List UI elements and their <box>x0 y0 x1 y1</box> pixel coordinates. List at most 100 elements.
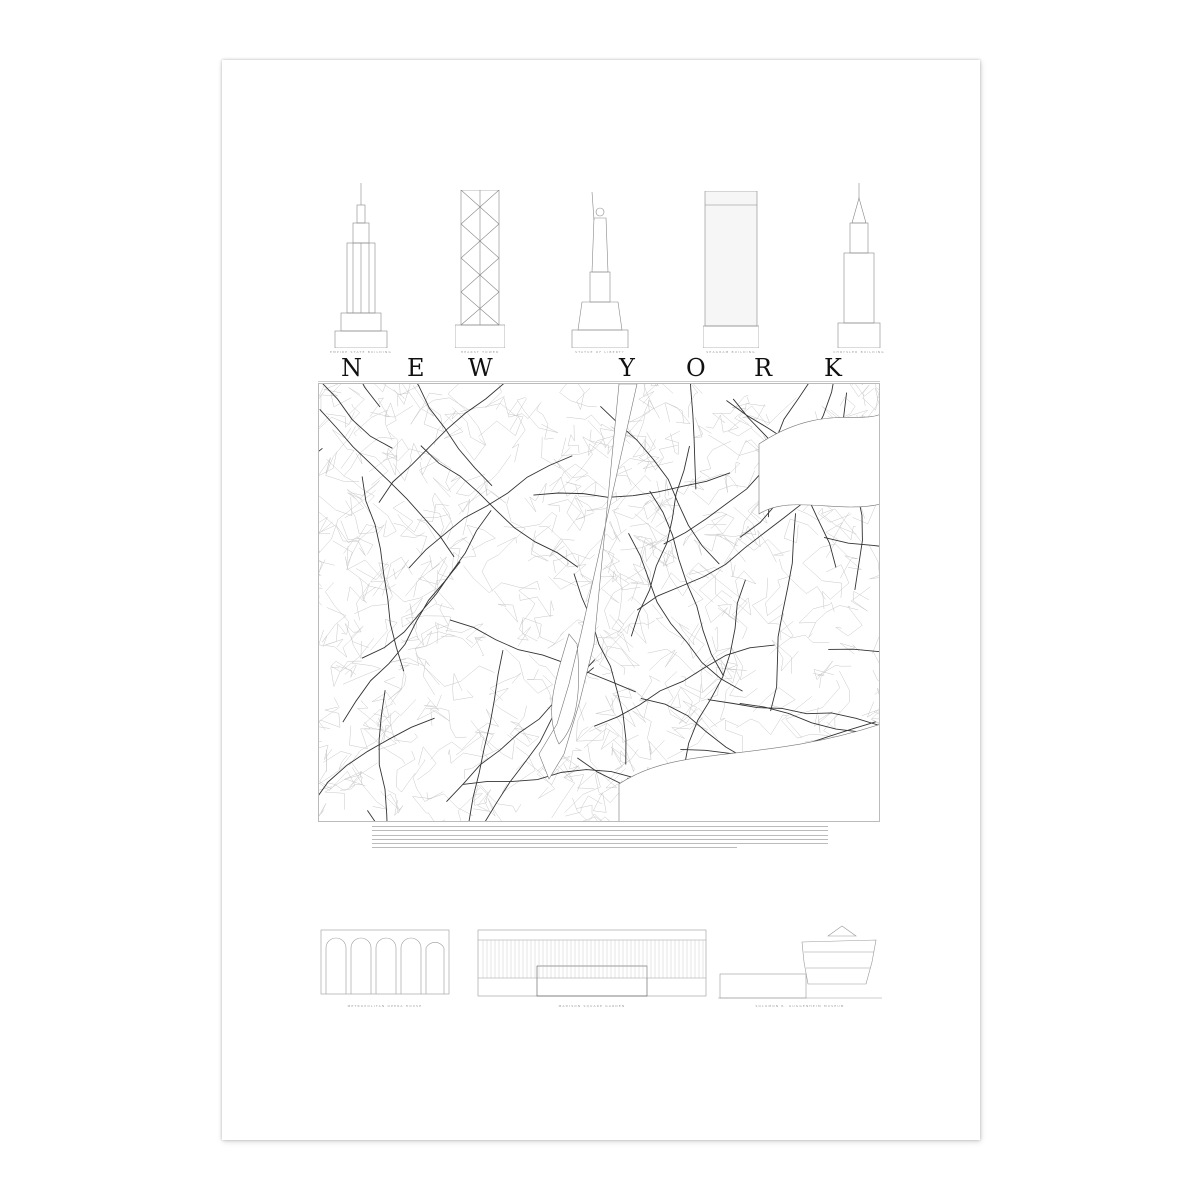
minor-road <box>447 747 502 764</box>
minor-road <box>564 770 601 813</box>
minor-road <box>481 537 517 592</box>
minor-road <box>596 575 619 604</box>
minor-road <box>666 717 703 739</box>
minor-road <box>704 590 733 624</box>
empire-state-building-icon <box>334 183 388 348</box>
minor-road <box>672 475 705 495</box>
minor-road <box>536 403 554 440</box>
minor-road <box>705 412 739 433</box>
minor-road <box>393 442 423 482</box>
minor-road <box>817 507 852 523</box>
minor-road <box>349 721 371 749</box>
minor-road <box>325 582 350 635</box>
minor-road <box>731 597 752 640</box>
chrysler-building-icon <box>837 183 881 348</box>
minor-road <box>553 458 606 491</box>
minor-road <box>643 480 680 520</box>
minor-road <box>319 629 348 658</box>
caption-empire-state: Empire State Building <box>330 350 392 354</box>
minor-road <box>393 523 428 555</box>
minor-road <box>412 385 444 433</box>
major-road <box>342 561 461 723</box>
minor-road <box>319 490 376 554</box>
minor-road <box>736 714 788 736</box>
minor-road <box>661 572 704 608</box>
minor-road <box>335 524 375 544</box>
major-road <box>683 579 746 768</box>
major-road <box>322 384 393 449</box>
minor-road <box>835 606 863 637</box>
minor-road <box>321 607 347 648</box>
minor-road <box>474 636 486 657</box>
minor-road <box>609 573 636 625</box>
minor-road <box>785 680 841 739</box>
minor-road <box>613 475 652 534</box>
minor-road <box>356 524 383 555</box>
minor-road <box>408 390 443 425</box>
minor-road <box>325 403 361 428</box>
minor-road <box>319 803 327 817</box>
title-letter-k: K <box>824 354 842 382</box>
minor-road <box>355 452 389 486</box>
hearst-tower-icon <box>455 190 505 348</box>
caption-chrysler-building: Chrysler Building <box>833 350 885 354</box>
minor-road <box>861 687 879 716</box>
minor-road <box>319 411 355 430</box>
minor-road <box>715 667 758 698</box>
minor-road <box>747 496 768 524</box>
minor-road <box>319 721 331 731</box>
minor-road <box>359 577 377 603</box>
caption-metropolitan-opera: Metropolitan Opera House <box>347 1004 423 1008</box>
minor-road <box>717 603 739 623</box>
minor-road <box>632 702 653 754</box>
minor-road <box>599 633 630 675</box>
description-paragraph <box>372 826 828 850</box>
minor-road <box>588 435 616 459</box>
minor-road <box>527 669 554 704</box>
minor-road <box>506 496 526 544</box>
minor-road <box>615 468 666 508</box>
minor-road <box>426 707 467 738</box>
minor-road <box>353 409 393 441</box>
minor-road <box>611 505 645 520</box>
minor-road <box>684 473 739 488</box>
metropolitan-opera-icon <box>320 929 450 995</box>
minor-road <box>693 534 717 556</box>
minor-road <box>711 394 749 423</box>
minor-road <box>872 636 879 664</box>
minor-road <box>418 657 436 696</box>
minor-road <box>612 570 641 591</box>
minor-road <box>814 707 833 733</box>
minor-road <box>710 513 738 547</box>
minor-road <box>396 751 416 793</box>
minor-road <box>460 403 518 431</box>
minor-road <box>627 596 649 629</box>
minor-road <box>607 553 651 586</box>
minor-road <box>727 647 757 681</box>
major-road <box>408 455 573 569</box>
minor-road <box>813 660 834 689</box>
minor-road <box>715 556 736 605</box>
minor-road <box>840 555 863 579</box>
minor-road <box>781 696 829 739</box>
minor-road <box>402 630 432 666</box>
minor-road <box>340 520 361 566</box>
minor-road <box>538 526 583 578</box>
minor-road <box>638 384 655 410</box>
minor-road <box>862 387 879 421</box>
caption-hearst-tower: Hearst Tower <box>460 350 500 354</box>
minor-road <box>354 576 393 615</box>
minor-road <box>783 518 819 544</box>
minor-road <box>419 452 449 484</box>
minor-road <box>510 705 540 747</box>
minor-road <box>344 556 396 591</box>
minor-road <box>730 570 757 598</box>
minor-road <box>342 661 382 685</box>
minor-road <box>474 784 488 806</box>
minor-road <box>611 746 639 771</box>
major-road <box>573 573 627 765</box>
minor-road <box>527 554 587 575</box>
minor-road <box>423 507 452 539</box>
minor-road <box>474 708 500 735</box>
minor-road <box>655 384 674 394</box>
